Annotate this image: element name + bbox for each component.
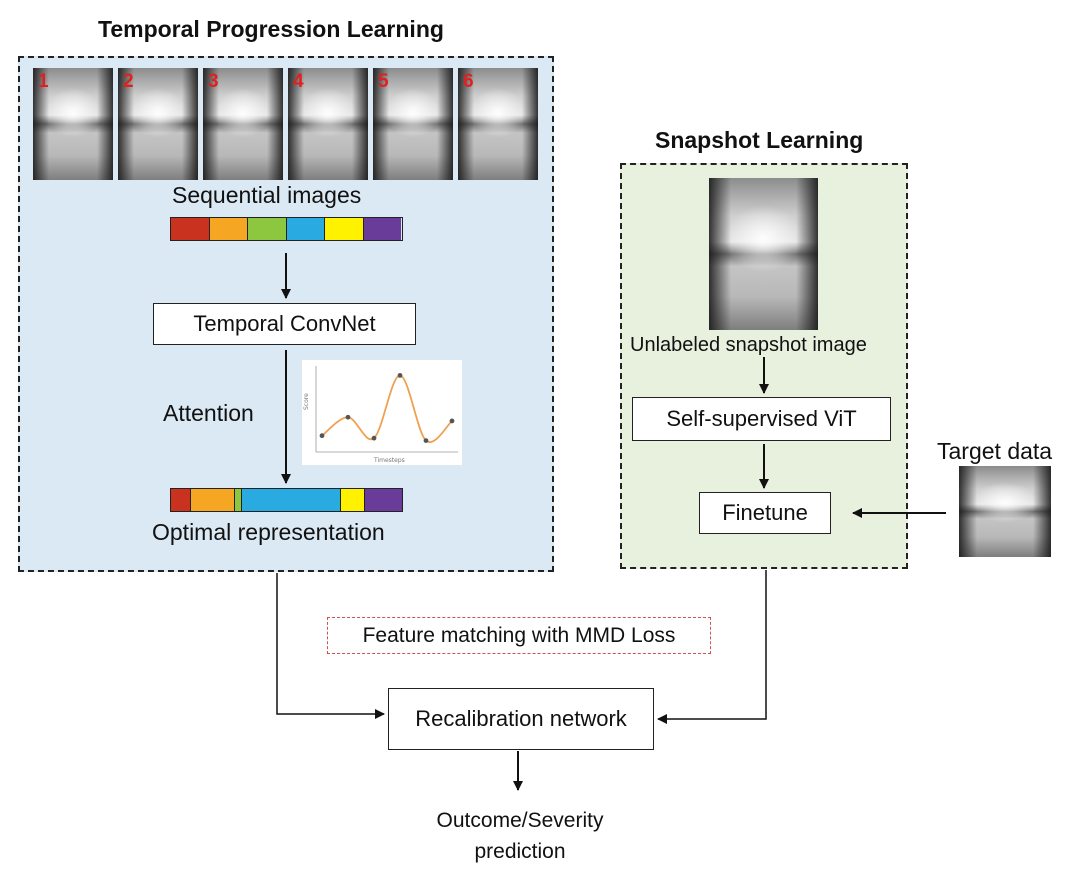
- frame-number: 3: [208, 71, 219, 92]
- color-segment-3: [248, 218, 287, 240]
- temporal-convnet-box: Temporal ConvNet: [153, 303, 416, 345]
- curve-point-5: [423, 438, 429, 444]
- frame-number: 4: [293, 71, 304, 92]
- frame-number: 5: [378, 71, 389, 92]
- chart-background: [302, 360, 462, 465]
- attention-label: Attention: [163, 400, 254, 426]
- y-axis-label: Score: [303, 393, 310, 410]
- self-supervised-vit-box: Self-supervised ViT: [632, 397, 891, 441]
- target-data-xray: [959, 466, 1051, 557]
- temporal-title: Temporal Progression Learning: [98, 16, 444, 42]
- optimal-segment-2: [190, 489, 236, 511]
- color-segment-5: [325, 218, 364, 240]
- arrow-temporal-to-recalibration: [276, 573, 385, 719]
- unlabeled-snapshot-label: Unlabeled snapshot image: [630, 334, 867, 356]
- snapshot-title: Snapshot Learning: [655, 127, 864, 153]
- curve-point-4: [397, 372, 403, 378]
- frame-number: 1: [38, 71, 49, 92]
- optimal-segment-3: [235, 489, 243, 511]
- unlabeled-snapshot-xray: [709, 178, 818, 330]
- frame-number: 6: [463, 71, 474, 92]
- target-data-label: Target data: [937, 438, 1053, 464]
- curve-point-3: [371, 435, 377, 441]
- x-axis-label: Timesteps: [373, 457, 405, 464]
- optimal-segment-4: [242, 489, 341, 511]
- recalibration-network-box: Recalibration network: [388, 688, 654, 750]
- sequential-images-label: Sequential images: [172, 182, 362, 208]
- optimal-representation-label: Optimal representation: [152, 519, 385, 545]
- arrow-snapshot-to-recalibration: [657, 570, 767, 724]
- sequential-color-bar: [170, 217, 403, 241]
- outcome-line-2: prediction: [474, 840, 566, 863]
- curve-point-6: [449, 418, 455, 424]
- color-segment-4: [287, 218, 325, 240]
- outcome-label: Outcome/Severity prediction: [400, 805, 640, 867]
- frame-number: 2: [123, 71, 134, 92]
- color-segment-1: [171, 218, 210, 240]
- curve-point-1: [319, 433, 325, 439]
- finetune-box: Finetune: [699, 492, 831, 534]
- xray-frame-1: 1: [33, 68, 113, 180]
- xray-frame-4: 4: [288, 68, 368, 180]
- xray-frame-6: 6: [458, 68, 538, 180]
- attention-curve-chart: Score Timesteps: [302, 360, 462, 465]
- xray-frame-3: 3: [203, 68, 283, 180]
- color-segment-6: [364, 218, 401, 240]
- outcome-line-1: Outcome/Severity: [436, 809, 604, 832]
- color-segment-2: [210, 218, 248, 240]
- optimal-segment-5: [340, 489, 366, 511]
- curve-point-2: [345, 414, 351, 420]
- optimal-color-bar: [170, 488, 403, 512]
- mmd-loss-box: Feature matching with MMD Loss: [327, 617, 711, 654]
- xray-frame-2: 2: [118, 68, 198, 180]
- optimal-segment-6: [365, 489, 402, 511]
- optimal-segment-1: [171, 489, 191, 511]
- xray-frame-5: 5: [373, 68, 453, 180]
